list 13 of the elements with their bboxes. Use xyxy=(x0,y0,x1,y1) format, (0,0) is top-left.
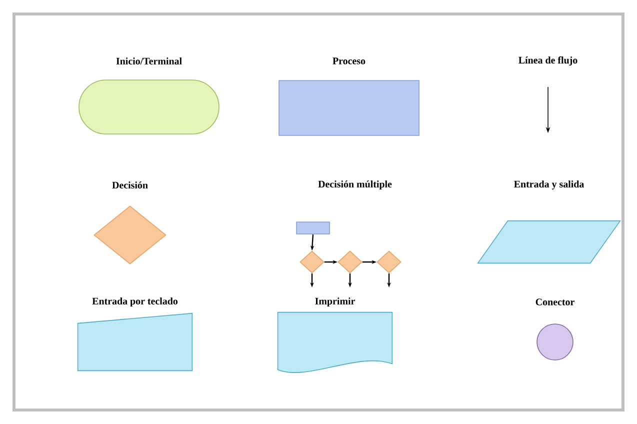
shape-heading: Decisión xyxy=(112,182,148,188)
shape-heading: Conector xyxy=(536,298,574,306)
process-box xyxy=(296,222,330,234)
shape-heading: Proceso xyxy=(332,58,366,64)
shape-heading: Imprimir xyxy=(315,297,355,307)
decision-diamond xyxy=(376,250,402,274)
symbol-heading: Línea de flujo xyxy=(518,56,578,66)
decision-diamond xyxy=(338,250,362,274)
shape-heading: Entrada por teclado xyxy=(92,297,178,307)
decision-diamond xyxy=(300,250,324,274)
symbol-heading: Decisión múltiple xyxy=(318,180,392,190)
shape-heading: Inicio/Terminal xyxy=(116,58,182,64)
shape-heading: Entrada y salida xyxy=(514,180,584,190)
